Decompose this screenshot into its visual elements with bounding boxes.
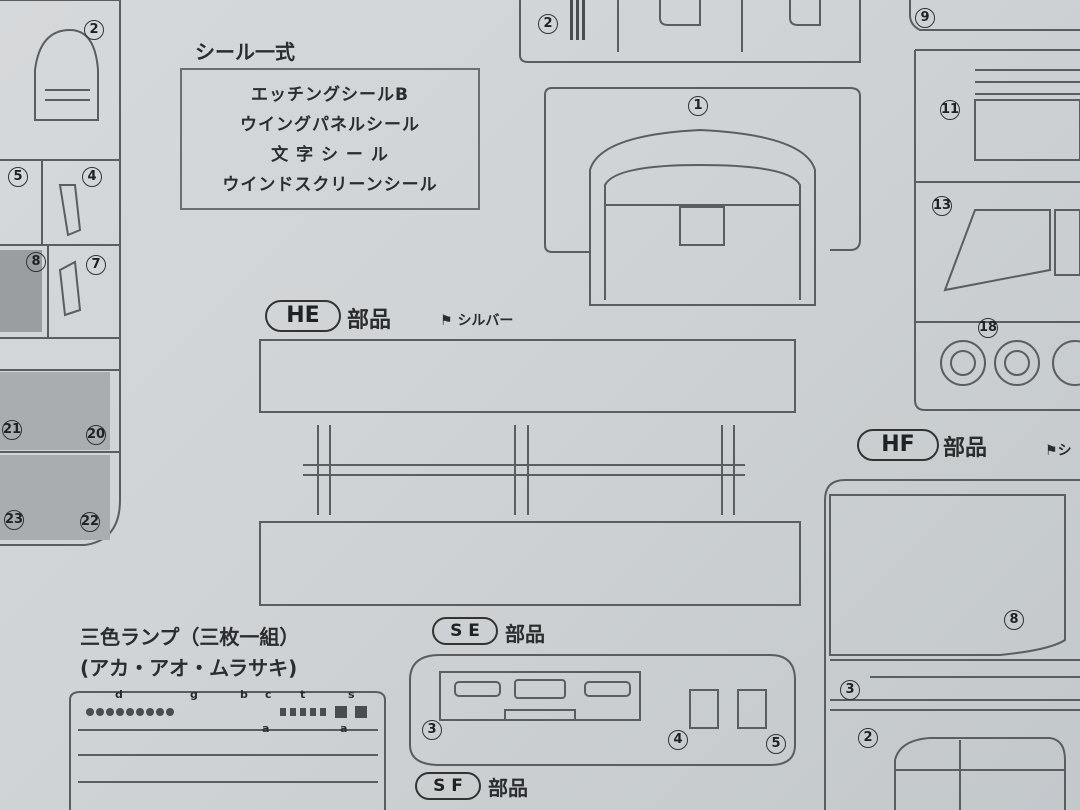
part-number: 18: [978, 318, 998, 338]
se-label: 部品: [505, 622, 545, 646]
lamp-title: 三色ランプ（三枚一組）: [80, 625, 300, 649]
hf-color-text: シ: [1057, 443, 1072, 459]
lamp-letter-a: a: [340, 722, 348, 735]
part-number: 20: [86, 425, 106, 445]
lamp-letter-d: d: [115, 688, 123, 701]
lamp-letter-a: a: [262, 722, 270, 735]
part-number: 2: [84, 20, 104, 40]
part-number: 11: [940, 100, 960, 120]
seal-item: 文 字 シ ー ル: [271, 145, 389, 165]
seal-set-box: エッチングシールB ウイングパネルシール 文 字 シ ー ル ウインドスクリーン…: [180, 68, 480, 210]
lamp-letter-s: s: [348, 688, 355, 701]
part-number: 21: [2, 420, 22, 440]
he-tag: HE: [265, 300, 341, 332]
seal-item: ウイングパネルシール: [240, 115, 420, 135]
hf-tag: HF: [857, 429, 939, 461]
he-label: 部品: [347, 308, 392, 333]
part-number: 23: [4, 510, 24, 530]
he-color-note: ⚑ シルバー: [440, 313, 514, 329]
part-number: 5: [766, 734, 786, 754]
seal-set-heading: シール一式: [195, 40, 295, 64]
part-number: 3: [422, 720, 442, 740]
hf-color-note: ⚑シ: [1045, 443, 1072, 459]
part-number: 4: [668, 730, 688, 750]
part-number: 1: [688, 96, 708, 116]
part-number: 22: [80, 512, 100, 532]
sf-tag: S F: [415, 772, 481, 800]
lamp-subtitle: (アカ・アオ・ムラサキ): [80, 656, 298, 680]
part-number: 4: [82, 167, 102, 187]
se-tag: S E: [432, 617, 498, 645]
seal-item: ウインドスクリーンシール: [222, 175, 438, 195]
lamp-letter-g: g: [190, 688, 198, 701]
part-number: 8: [26, 252, 46, 272]
part-number: 5: [8, 167, 28, 187]
sf-label: 部品: [488, 776, 528, 800]
part-number: 2: [538, 14, 558, 34]
part-number: 13: [932, 196, 952, 216]
hf-label: 部品: [943, 436, 988, 461]
part-number: 2: [858, 728, 878, 748]
part-number: 9: [915, 8, 935, 28]
lamp-letter-b: b: [240, 688, 248, 701]
lamp-letter-c: c: [265, 688, 272, 701]
seal-item: エッチングシールB: [251, 85, 409, 105]
part-number: 7: [86, 255, 106, 275]
part-number: 8: [1004, 610, 1024, 630]
lamp-letter-t: t: [300, 688, 306, 701]
part-number: 3: [840, 680, 860, 700]
he-color-text: シルバー: [457, 313, 514, 329]
